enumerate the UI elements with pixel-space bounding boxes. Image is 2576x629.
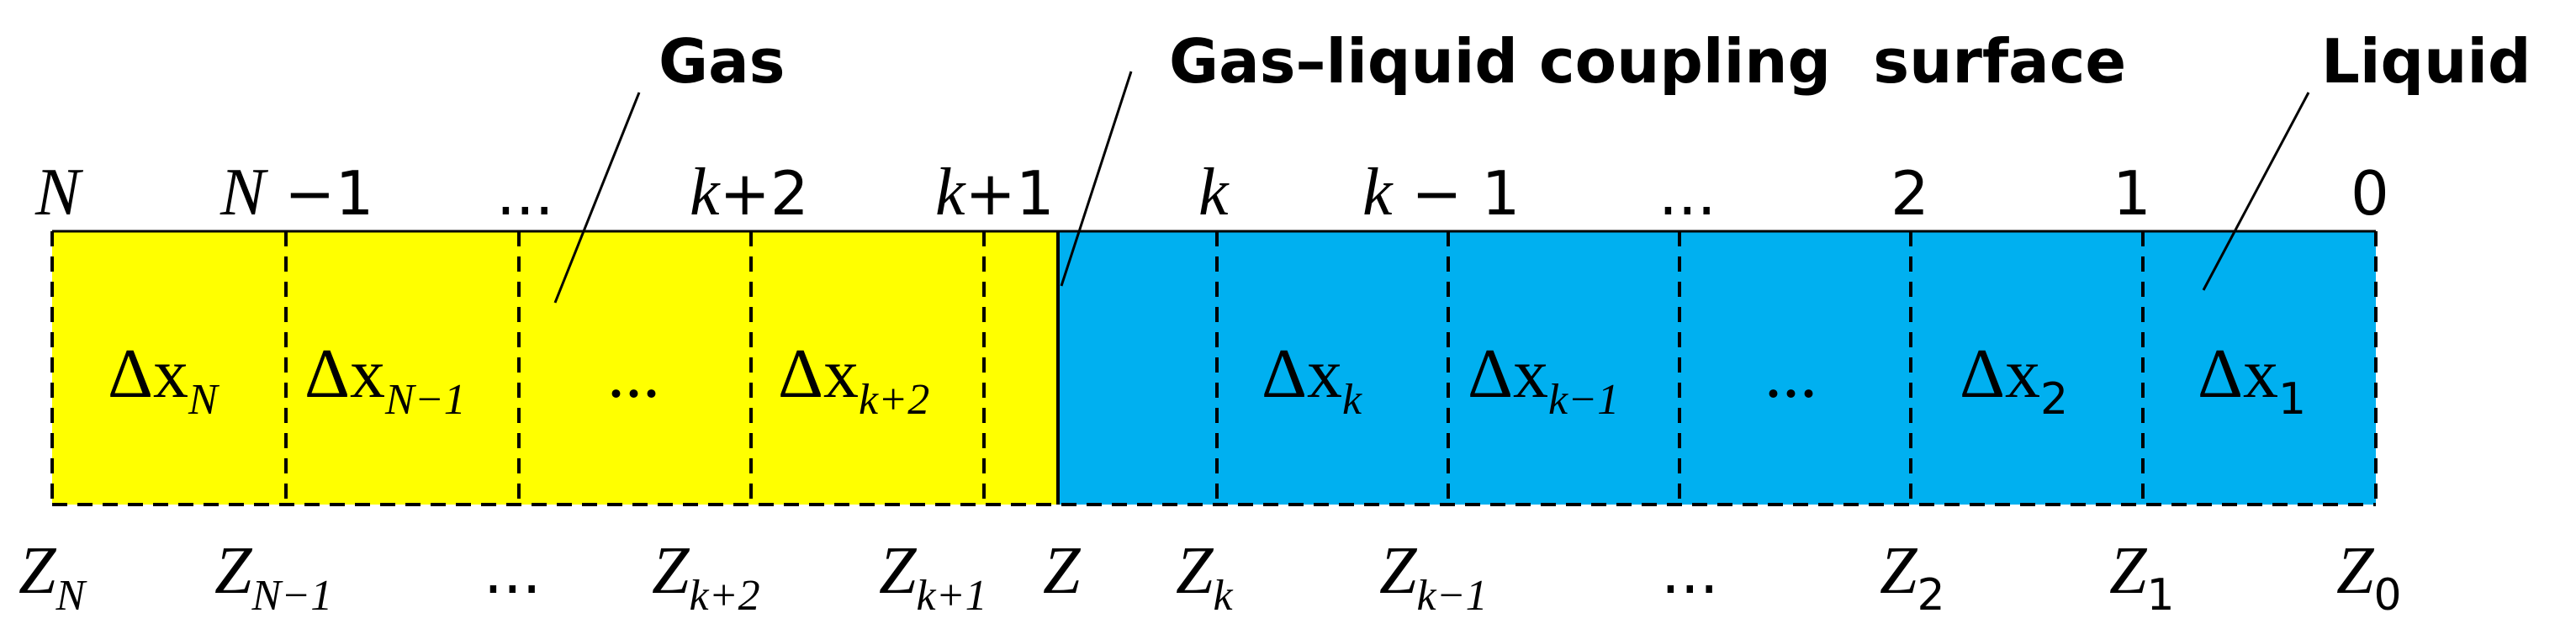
liquid-region <box>1058 231 2376 505</box>
liquid-leader-line <box>2202 92 2310 291</box>
cell-label-delta-x-k-minus-1: Δxk−1 <box>1468 335 1619 424</box>
z-label-n-minus-1: ZN−1 <box>214 534 332 620</box>
gas-region <box>52 231 1058 505</box>
node-labels: N N −1 ... k+2 k+1 k k − 1 ... 2 1 0 <box>34 156 2389 230</box>
cell-label-delta-x-2: Δx2 <box>1960 335 2068 425</box>
cell-label-delta-x-1: Δx1 <box>2198 335 2306 425</box>
dashed-boundaries <box>50 231 2378 506</box>
gas-leader-line <box>553 92 641 304</box>
node-label-0: 0 <box>2351 158 2389 229</box>
cell-labels: ΔxN ΔxN−1 ... Δxk+2 Δxk Δxk−1 ... Δx2 Δx… <box>108 335 2306 425</box>
node-label-2: 2 <box>1891 158 1929 229</box>
z-label-n: ZN <box>19 534 88 620</box>
z-label-k-plus-1: Zk+1 <box>879 534 987 620</box>
liquid-label: Liquid <box>2321 26 2531 97</box>
node-label-dots-liquid: ... <box>1658 158 1716 229</box>
node-label-n-minus-1: N −1 <box>220 156 373 230</box>
coupling-surface-label: Gas–liquid coupling surface <box>1169 26 2126 97</box>
node-label-1: 1 <box>2113 158 2151 229</box>
node-label-n: N <box>34 156 84 230</box>
z-label-1: Z1 <box>2109 534 2175 621</box>
z-label-interface: Z <box>1043 534 1082 608</box>
cell-label-delta-x-n: ΔxN <box>108 335 220 424</box>
node-label-dots-gas: ... <box>496 158 554 229</box>
cell-label-delta-x-k-plus-2: Δxk+2 <box>778 335 929 424</box>
z-label-k: Zk <box>1176 534 1234 620</box>
cell-label-dots-liquid: ... <box>1764 335 1817 413</box>
cell-label-delta-x-k: Δxk <box>1262 335 1362 424</box>
z-label-k-plus-2: Zk+2 <box>652 534 760 620</box>
cell-label-dots-gas: ... <box>607 335 660 413</box>
cell-label-delta-x-n-minus-1: ΔxN−1 <box>304 335 466 424</box>
z-label-dots-gas: ... <box>484 536 542 607</box>
z-label-dots-liquid: ... <box>1661 536 1719 607</box>
node-label-k-plus-1: k+1 <box>935 156 1055 230</box>
node-label-k: k <box>1198 156 1230 230</box>
z-label-0: Z0 <box>2336 534 2402 621</box>
gas-label: Gas <box>659 26 785 97</box>
z-labels: ZN ZN−1 ... Zk+2 Zk+1 Z Zk Zk−1 ... Z2 Z… <box>19 534 2402 621</box>
node-label-k-minus-1: k − 1 <box>1362 156 1520 230</box>
z-label-k-minus-1: Zk−1 <box>1379 534 1488 620</box>
z-label-2: Z2 <box>1880 534 1945 621</box>
coupling-leader-line <box>1060 71 1133 287</box>
node-label-k-plus-2: k+2 <box>690 156 809 230</box>
